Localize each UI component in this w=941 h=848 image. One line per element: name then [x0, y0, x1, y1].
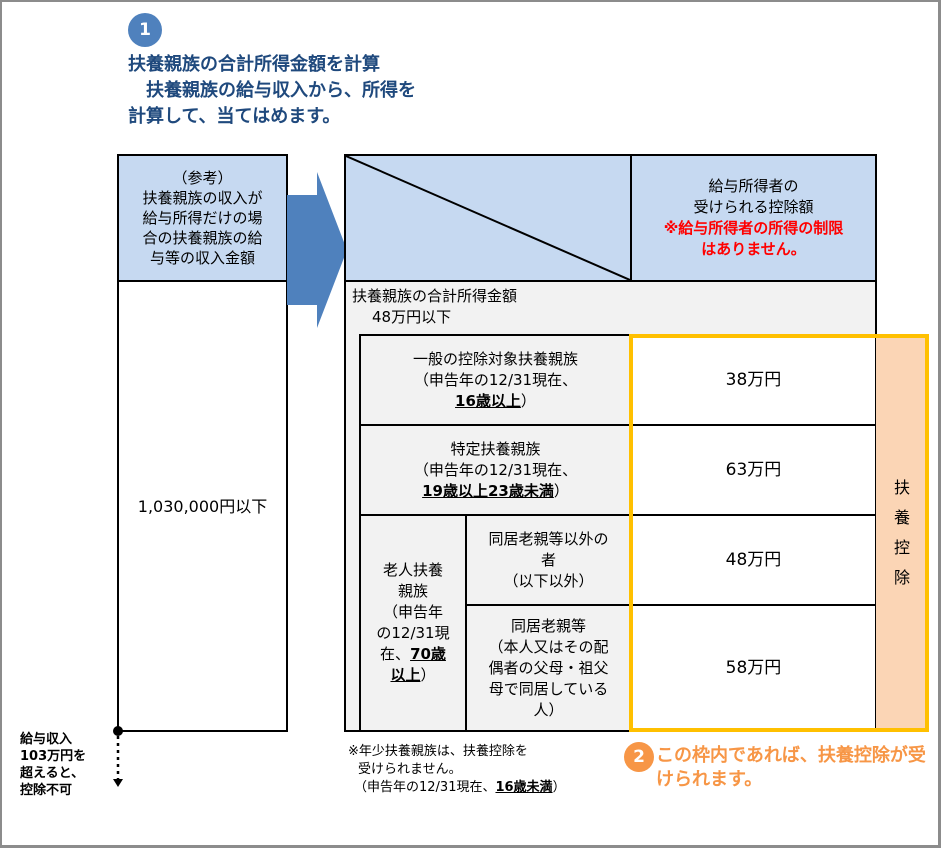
text: 在、 — [380, 645, 411, 663]
text: 超えると、 — [20, 766, 85, 781]
text: 63万円 — [725, 459, 782, 480]
text: ） — [552, 780, 566, 795]
amount-text: 1,030,000円以下 — [137, 496, 268, 516]
note-red: はありません。 — [701, 240, 806, 258]
emph: 19歳以上23歳未満 — [422, 481, 554, 500]
text: 者 — [540, 550, 556, 569]
text: ） — [520, 391, 536, 410]
title-line: 扶養親族の合計所得金額を計算 — [128, 54, 380, 75]
step-1-badge: 1 — [128, 13, 162, 47]
deduction-label-column: 扶 養 控 除 — [876, 335, 928, 731]
step-2-message: この枠内であれば、扶養控除が受けられます。 — [656, 745, 926, 790]
emph: 16歳以上 — [455, 391, 521, 410]
text: 58万円 — [725, 657, 782, 678]
value-elderly-non-cohabiting: 48万円 — [630, 514, 877, 606]
text: ） — [553, 481, 569, 500]
value-specific: 63万円 — [630, 424, 877, 516]
category-elderly: 老人扶養 親族 （申告年 の12/31現 在、70歳 以上） — [359, 514, 467, 732]
text: （申告年の12/31現在、 — [354, 780, 496, 795]
text: （申告年の12/31現在、 — [413, 460, 578, 479]
text: 母で同居している — [488, 679, 609, 698]
text: 48万円以下 — [372, 308, 452, 326]
text: 合の扶養親族の給 — [142, 229, 263, 247]
reference-amount: 1,030,000円以下 — [117, 280, 288, 732]
text: （以下以外） — [503, 571, 594, 590]
text: 扶養親族の収入が — [142, 189, 263, 207]
category-specific: 特定扶養親族 （申告年の12/31現在、 19歳以上23歳未満） — [359, 424, 632, 516]
emph: 70歳 — [410, 645, 446, 663]
text: 同居老親等 — [510, 616, 586, 635]
text: 給与所得だけの場 — [142, 209, 263, 227]
text: 一般の控除対象扶養親族 — [412, 349, 578, 368]
note-red: ※給与所得者の所得の制限 — [663, 219, 844, 237]
text: 養 — [893, 508, 910, 527]
diagonal-header-cell — [344, 154, 632, 282]
text: 受けられる控除額 — [693, 198, 814, 216]
text: 除 — [893, 568, 910, 587]
deduction-header-cell: 給与所得者の 受けられる控除額 ※給与所得者の所得の制限 はありません。 — [630, 154, 877, 282]
step-2-badge: 2 — [624, 742, 654, 772]
dotted-down-arrow-icon — [113, 726, 123, 787]
text: ※年少扶養親族は、扶養控除を — [348, 744, 528, 759]
text: （申告年の12/31現在、 — [413, 370, 578, 389]
emph: 以上 — [390, 666, 421, 684]
text: 103万円を — [20, 749, 87, 764]
text: 控 — [893, 538, 910, 557]
category-elderly-cohabiting: 同居老親等 （本人又はその配 偶者の父母・祖父 母で同居している 人） — [465, 604, 632, 732]
text: 扶 — [893, 478, 910, 497]
value-elderly-cohabiting: 58万円 — [630, 604, 877, 732]
text: 受けられません。 — [358, 762, 462, 777]
reference-header: （参考） 扶養親族の収入が 給与所得だけの場 合の扶養親族の給 与等の収入金額 — [117, 154, 288, 282]
text: 同居老親等以外の — [488, 529, 609, 548]
text: 38万円 — [725, 369, 782, 390]
arrow-right-icon — [287, 172, 347, 328]
diagonal-line — [346, 156, 630, 280]
step-1-title: 扶養親族の合計所得金額を計算 扶養親族の給与収入から、所得を計算して、当てはめま… — [128, 52, 428, 130]
text: 老人扶養 — [382, 561, 443, 579]
value-general: 38万円 — [630, 334, 877, 426]
text: ） — [420, 666, 436, 684]
text: 扶養親族の合計所得金額 — [352, 287, 518, 305]
text: （参考） — [172, 169, 233, 187]
text: （本人又はその配 — [488, 637, 609, 656]
text: （申告年 — [382, 603, 443, 621]
text: 48万円 — [725, 549, 782, 570]
text: 特定扶養親族 — [450, 439, 541, 458]
text: 給与所得者の — [708, 177, 799, 195]
text: 給与収入 — [20, 732, 73, 747]
title-line: 扶養親族の給与収入から、所得を計算して、当てはめます。 — [128, 80, 416, 127]
footnote: ※年少扶養親族は、扶養控除を 受けられません。 （申告年の12/31現在、16歳… — [348, 743, 566, 797]
text: 与等の収入金額 — [149, 249, 255, 267]
emph: 16歳未満 — [495, 780, 553, 795]
text: 偶者の父母・祖父 — [488, 658, 609, 677]
text: 親族 — [397, 582, 428, 600]
category-elderly-non-cohabiting: 同居老親等以外の 者 （以下以外） — [465, 514, 632, 606]
text: 人） — [533, 700, 564, 719]
category-general: 一般の控除対象扶養親族 （申告年の12/31現在、 16歳以上） — [359, 334, 632, 426]
limit-note: 給与収入 103万円を 超えると、 控除不可 — [20, 731, 115, 799]
text: 控除不可 — [20, 783, 73, 798]
text: の12/31現 — [376, 624, 450, 642]
